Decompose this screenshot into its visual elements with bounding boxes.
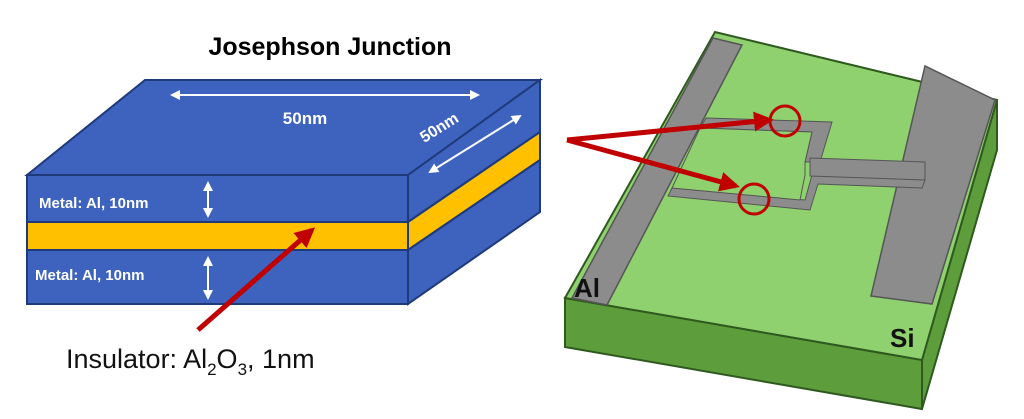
- inner-island: [671, 127, 813, 201]
- pointer-arrow-lower: [566, 137, 740, 192]
- pointer-arrow-upper: [566, 111, 774, 143]
- page-title: Josephson Junction: [208, 33, 451, 61]
- aluminum-label: Al: [574, 273, 600, 303]
- silicon-label: Si: [890, 323, 915, 353]
- left-al-pad: [570, 37, 744, 306]
- top-layer-label: Metal: Al, 10nm: [39, 195, 148, 212]
- junction-front-bottom-metal: [26, 249, 409, 305]
- lower-lead: [667, 174, 926, 211]
- junction-block: 50nm 50nm Metal: Al, 10nm Metal: Al, 10n…: [24, 78, 544, 306]
- qubit-chip: Al Si: [563, 30, 999, 411]
- width-label: 50nm: [283, 109, 327, 128]
- depth-dimension-arrow: [428, 114, 522, 174]
- connector-stub: [809, 157, 926, 181]
- insulator-label-sub1: 2: [207, 360, 216, 379]
- insulator-label-sub2: 3: [238, 360, 247, 379]
- bottom-layer-label: Metal: Al, 10nm: [35, 267, 144, 284]
- insulator-label-prefix: Insulator: Al: [66, 344, 207, 374]
- insulator-pointer-arrow: [196, 227, 316, 332]
- insulator-label-suffix: , 1nm: [247, 344, 315, 374]
- insulator-label-mid: O: [217, 344, 238, 374]
- right-al-pad: [870, 64, 996, 305]
- insulator-label: Insulator: Al2O3, 1nm: [66, 344, 315, 379]
- junction-front-insulator: [26, 221, 409, 251]
- lower-junction-highlight: [737, 182, 771, 216]
